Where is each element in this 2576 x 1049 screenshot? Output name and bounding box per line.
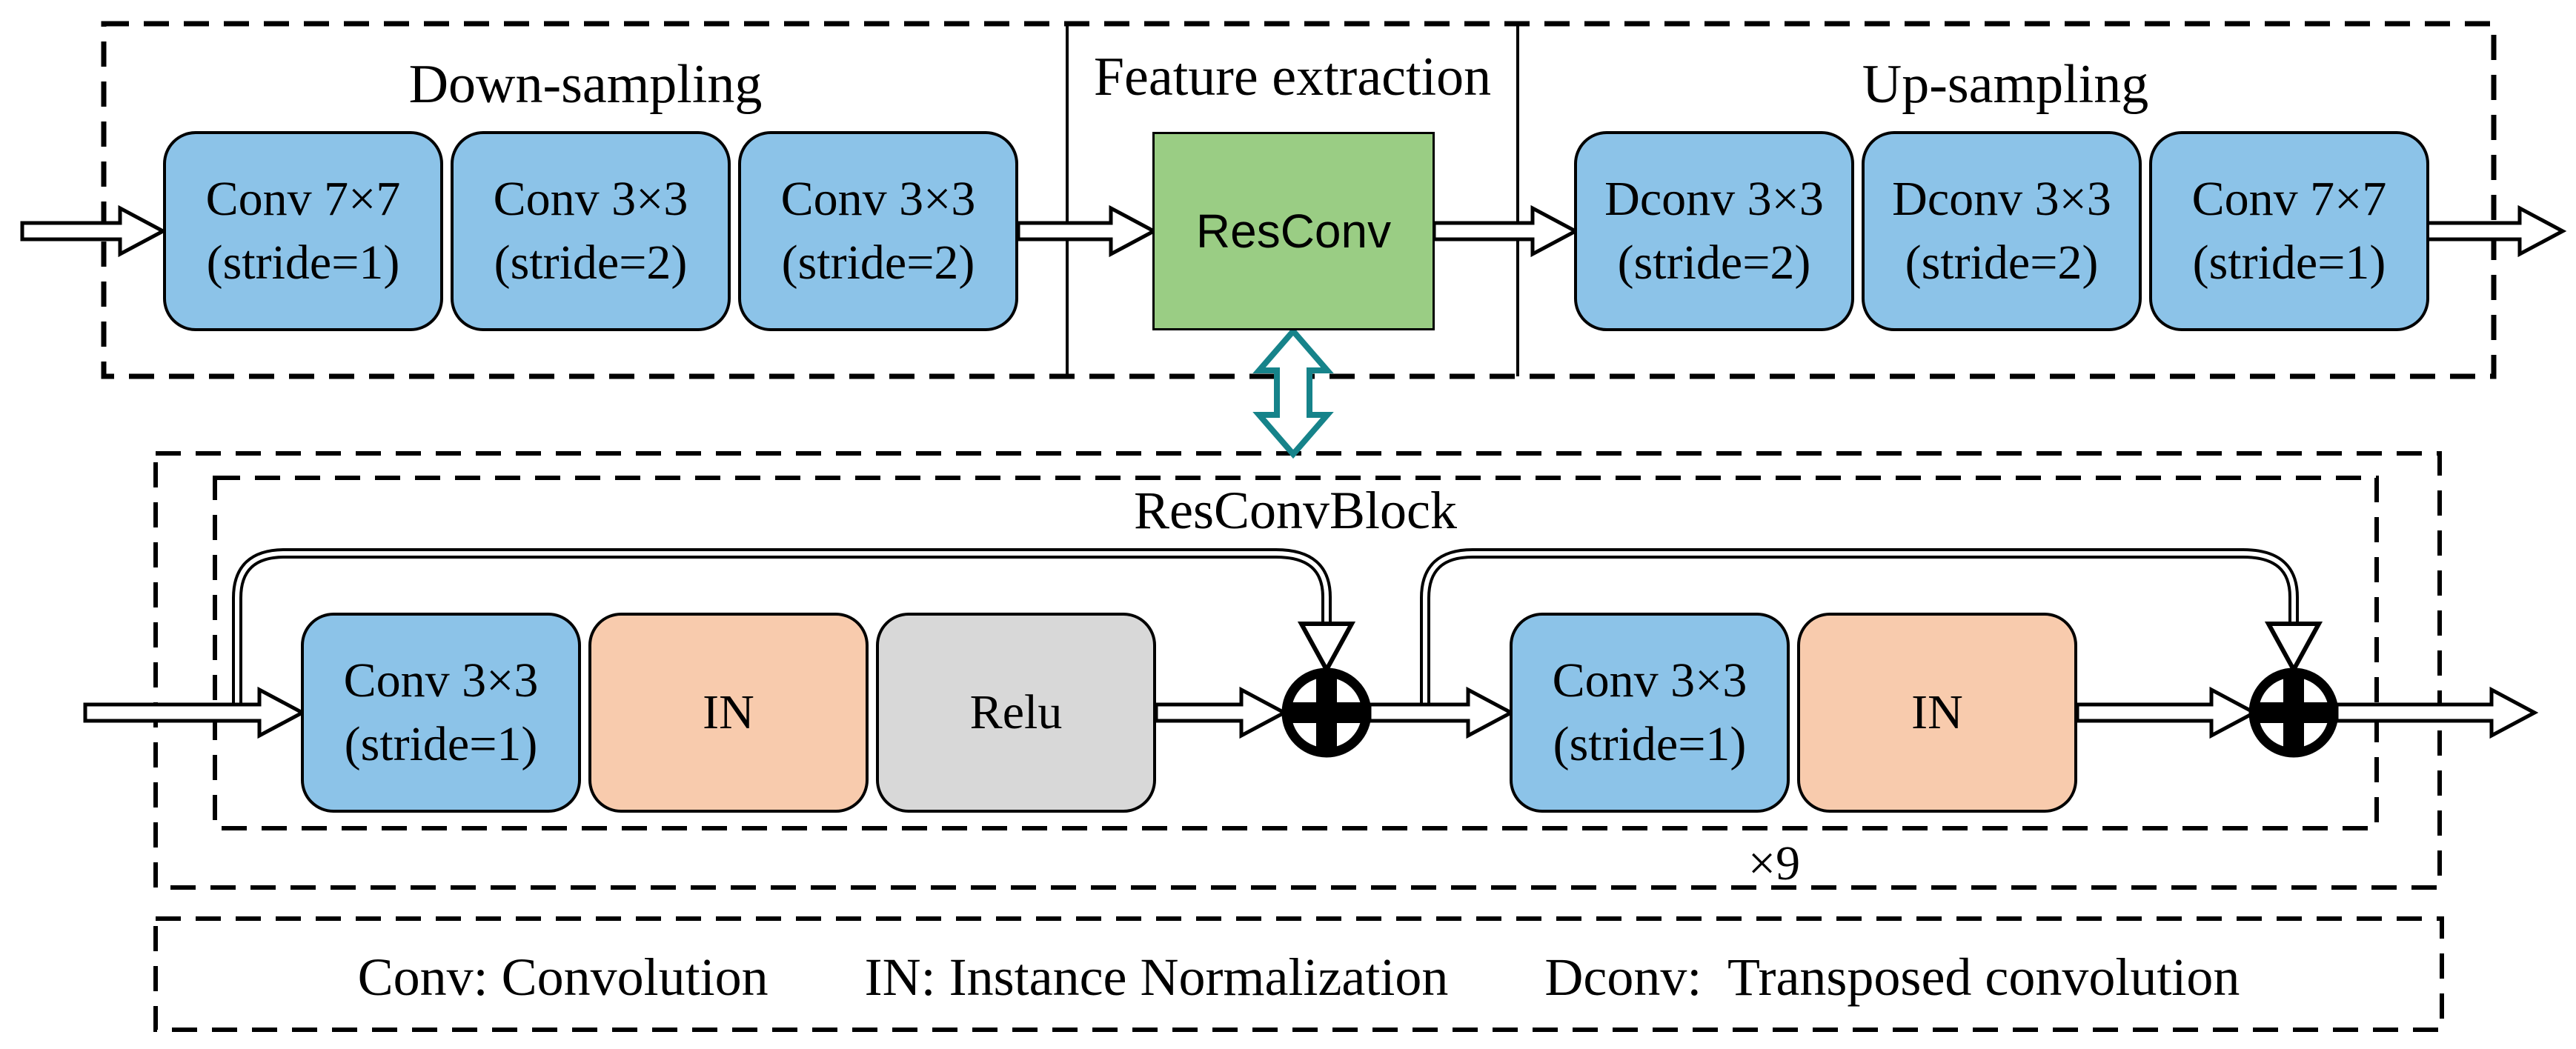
box-label-line1: Conv 3×3 bbox=[493, 172, 688, 226]
conv-7x7-stride1-box: Conv 7×7 (stride=1) bbox=[2149, 131, 2429, 331]
box-label: Relu bbox=[969, 685, 1063, 739]
resblock-inner-dashed-frame bbox=[213, 476, 2379, 830]
conv-3x3-stride2-box: Conv 3×3 (stride=2) bbox=[451, 131, 731, 331]
box-label-line2: (stride=2) bbox=[494, 236, 688, 290]
legend-dashed-frame bbox=[153, 916, 2444, 1032]
flow-arrow-icon bbox=[1367, 686, 1516, 739]
legend-item-conv: Conv: Convolution bbox=[357, 948, 769, 1007]
output-arrow-icon bbox=[2334, 686, 2539, 739]
box-label-line2: (stride=2) bbox=[1905, 236, 2099, 290]
box-label-line2: (stride=1) bbox=[206, 236, 400, 290]
skip-arrowhead-icon bbox=[1297, 622, 1356, 675]
expand-detail-double-arrow-icon bbox=[1252, 326, 1334, 459]
box-label-line1: Conv 3×3 bbox=[780, 172, 976, 226]
dconv-3x3-stride2-box: Dconv 3×3 (stride=2) bbox=[1862, 131, 2142, 331]
relu-box: Relu bbox=[876, 613, 1156, 813]
box-label-line2: (stride=2) bbox=[1617, 236, 1811, 290]
conv-3x3-stride2-box: Conv 3×3 (stride=2) bbox=[738, 131, 1018, 331]
conv-3x3-stride1-box: Conv 3×3 (stride=1) bbox=[1510, 613, 1790, 813]
repeat-count-label: ×9 bbox=[1747, 836, 1801, 890]
sum-node-1 bbox=[1281, 667, 1372, 758]
flow-arrow-icon bbox=[1016, 204, 1158, 258]
sum-node-2 bbox=[2248, 667, 2339, 758]
legend-item-in: IN: Instance Normalization bbox=[864, 948, 1449, 1007]
box-label: IN bbox=[1911, 685, 1963, 739]
box-label-line1: Conv 3×3 bbox=[1552, 653, 1747, 707]
flow-arrow-icon bbox=[2075, 686, 2259, 739]
skip-arrowhead-icon bbox=[2264, 622, 2323, 675]
box-label-line2: (stride=1) bbox=[2192, 236, 2386, 290]
box-label-line1: Conv 7×7 bbox=[205, 172, 401, 226]
box-label: IN bbox=[703, 685, 754, 739]
flow-arrow-icon bbox=[1154, 686, 1289, 739]
output-arrow-icon bbox=[2423, 204, 2567, 258]
section-title-downsampling: Down-sampling bbox=[408, 54, 763, 115]
instance-norm-box: IN bbox=[1797, 613, 2077, 813]
resconv-box: ResConv bbox=[1152, 132, 1435, 330]
conv-3x3-stride1-box: Conv 3×3 (stride=1) bbox=[301, 613, 581, 813]
box-label: ResConv bbox=[1195, 204, 1392, 258]
flow-arrow-icon bbox=[1432, 204, 1580, 258]
box-label-line1: Dconv 3×3 bbox=[1604, 172, 1824, 226]
input-arrow-icon bbox=[83, 686, 307, 739]
section-title-feature-extraction: Feature extraction bbox=[1093, 47, 1492, 107]
skip-connection-2 bbox=[1420, 548, 2323, 705]
box-label-line1: Conv 7×7 bbox=[2191, 172, 2387, 226]
legend: Conv: Convolution IN: Instance Normaliza… bbox=[156, 947, 2442, 1008]
legend-item-dconv: Dconv: Transposed convolution bbox=[1544, 948, 2240, 1007]
flow-arrows-resblock bbox=[83, 686, 2539, 739]
box-label-line1: Conv 3×3 bbox=[343, 653, 539, 707]
resconvblock-title: ResConvBlock bbox=[1133, 481, 1458, 540]
input-arrow-icon bbox=[20, 204, 167, 258]
conv-7x7-stride1-box: Conv 7×7 (stride=1) bbox=[163, 131, 443, 331]
skip-connection-1 bbox=[232, 548, 1356, 705]
box-label-line2: (stride=1) bbox=[1553, 717, 1747, 771]
flow-arrows-top bbox=[20, 204, 2567, 258]
dconv-3x3-stride2-box: Dconv 3×3 (stride=2) bbox=[1574, 131, 1854, 331]
section-title-upsampling: Up-sampling bbox=[1862, 54, 2149, 115]
box-label-line2: (stride=2) bbox=[781, 236, 975, 290]
box-label-line2: (stride=1) bbox=[344, 717, 538, 771]
instance-norm-box: IN bbox=[588, 613, 869, 813]
box-label-line1: Dconv 3×3 bbox=[1892, 172, 2111, 226]
